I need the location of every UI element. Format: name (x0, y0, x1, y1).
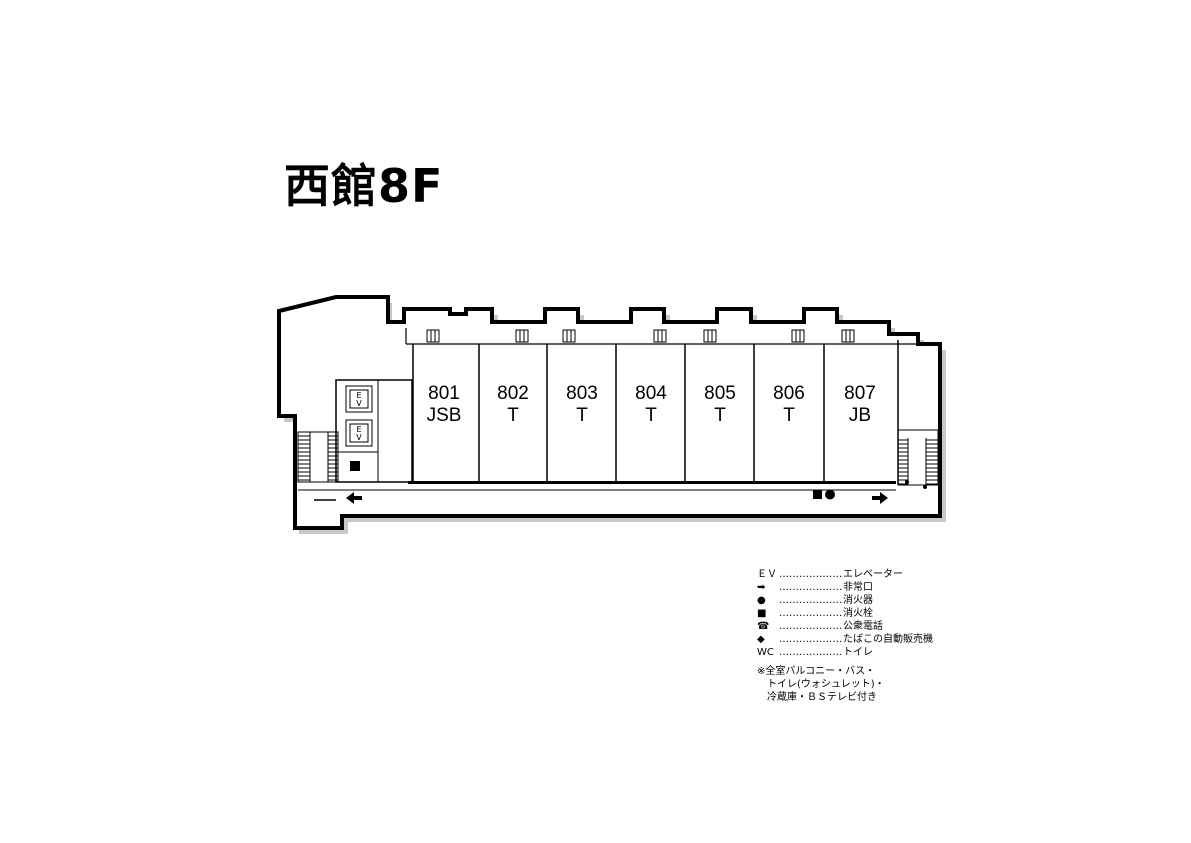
svg-text:V: V (356, 399, 362, 408)
emergency-exit-arrow-icon (872, 492, 888, 504)
balcony-partition (515, 329, 529, 343)
floor-title: 西館8F (284, 159, 444, 213)
balcony-partition (791, 329, 805, 343)
corridor-wall (408, 481, 896, 484)
stairs-right (897, 429, 939, 486)
diamond-icon: ◆ (757, 634, 765, 645)
elevator-2 (345, 419, 373, 447)
stairs-left (297, 431, 339, 483)
balcony-partition (653, 329, 667, 343)
balcony-partition (562, 329, 576, 343)
legend-item: ◆ ………………………… たばこの自動販売機 (757, 634, 933, 645)
legend-item: ➡ ………………………… 非常口 (757, 582, 873, 593)
balcony-partition (426, 329, 440, 343)
building-outline (277, 295, 942, 530)
fire-hydrant-square-icon (350, 461, 360, 471)
ev-label-2: E (356, 425, 361, 434)
balcony-partition (703, 329, 717, 343)
balcony-partitions (426, 329, 855, 343)
legend-note: ※全室バルコニー・バス・ トイレ(ウォシュレット)・ 冷蔵庫・ＢＳテレビ付き (757, 666, 885, 703)
legend-item: ■ ………………………… 消火栓 (757, 608, 873, 619)
core-block (335, 379, 413, 483)
balcony-partition (841, 329, 855, 343)
legend: ＥＶ ………………………… エレベーター ➡ ………………………… 非常口 ● … (757, 568, 933, 704)
legend-item: ● ………………………… 消火器 (757, 595, 873, 606)
legend-item: ＥＶ ………………………… エレベーター (757, 569, 903, 580)
fire-hydrant-square-icon (813, 490, 822, 499)
ev-label-1: E (356, 391, 361, 400)
legend-item: WC ………………………… トイレ (757, 647, 873, 658)
elevator-1 (345, 385, 373, 413)
arrow-icon: ➡ (757, 582, 766, 593)
room-walls (412, 344, 825, 482)
ev-text-icon: ＥＶ (757, 569, 777, 580)
legend-item: ☎ ………………………… 公衆電話 (757, 621, 883, 632)
wc-text-icon: WC (757, 647, 774, 658)
fire-extinguisher-circle-icon (825, 489, 835, 500)
circle-icon: ● (757, 595, 766, 606)
phone-icon: ☎ (757, 621, 770, 632)
svg-text:V: V (356, 433, 362, 442)
square-icon: ■ (757, 608, 767, 619)
emergency-exit-arrow-icon (346, 492, 362, 504)
